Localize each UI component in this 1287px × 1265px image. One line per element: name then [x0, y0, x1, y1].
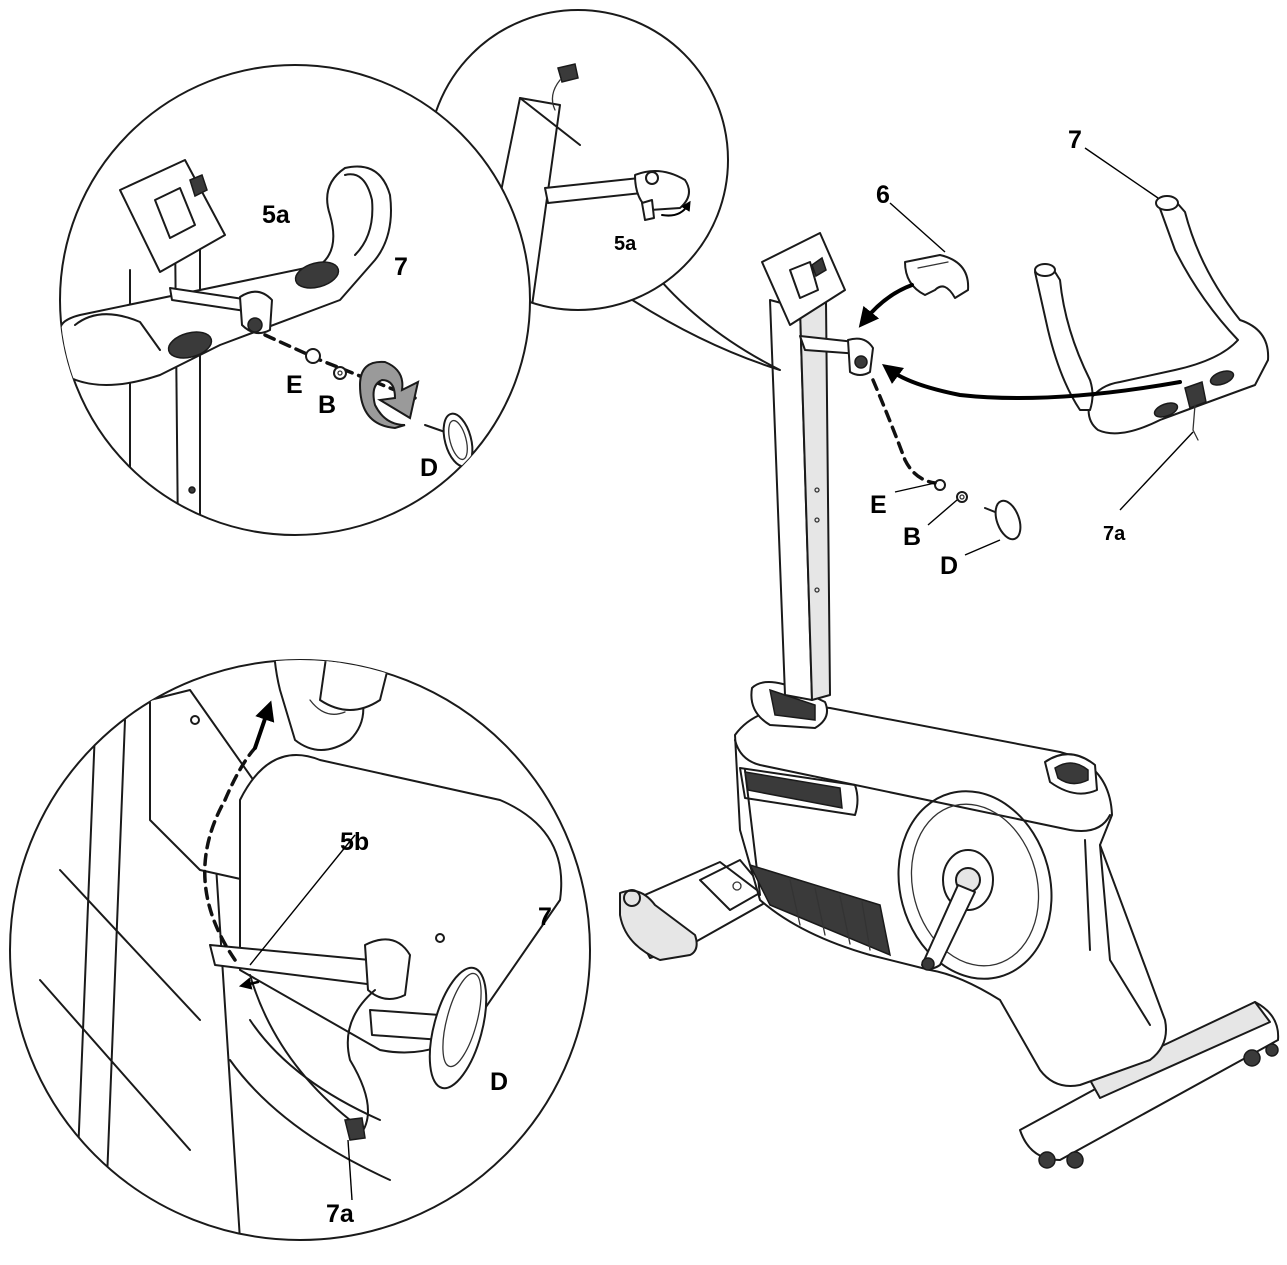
- label-6: 6: [876, 181, 890, 209]
- label-5a-left-detail: 5a: [262, 201, 291, 229]
- label-7a-bottom-detail: 7a: [326, 1200, 355, 1228]
- labels: 7 6 5a 5a 7 E B D E B D 7a 5b 7 D 7a: [262, 126, 1126, 1228]
- label-7-bottom-detail: 7: [538, 903, 552, 931]
- label-5b-bottom-detail: 5b: [340, 828, 369, 856]
- bike-main-assembly: [619, 147, 1280, 1169]
- handlebar-part-7: [1034, 195, 1270, 441]
- flywheel-housing: [734, 681, 1167, 1087]
- front-stabilizer: [1019, 1001, 1280, 1169]
- label-B-left-detail: B: [318, 391, 336, 419]
- main-dashed-path: [871, 378, 937, 485]
- part-6-cover: [904, 254, 970, 299]
- label-7-left-detail: 7: [394, 253, 408, 281]
- label-D-left-detail: D: [420, 454, 438, 482]
- label-5a-top-detail: 5a: [614, 233, 637, 255]
- label-B-main: B: [903, 523, 921, 551]
- label-7a-main: 7a: [1103, 523, 1126, 545]
- label-E-main: E: [870, 491, 887, 519]
- arrow-6-to-bracket: [858, 283, 914, 328]
- detail-bubble-left: [59, 64, 531, 536]
- detail-bubble-bottom: [9, 659, 591, 1241]
- upright-post: [761, 232, 874, 701]
- label-7-main: 7: [1068, 126, 1082, 154]
- fasteners-main: [934, 479, 1022, 541]
- label-D-bottom-detail: D: [490, 1068, 508, 1096]
- label-E-left-detail: E: [286, 371, 303, 399]
- label-D-main: D: [940, 552, 958, 580]
- arrow-7-to-bracket: [881, 364, 1182, 400]
- rear-stabilizer: [619, 859, 771, 961]
